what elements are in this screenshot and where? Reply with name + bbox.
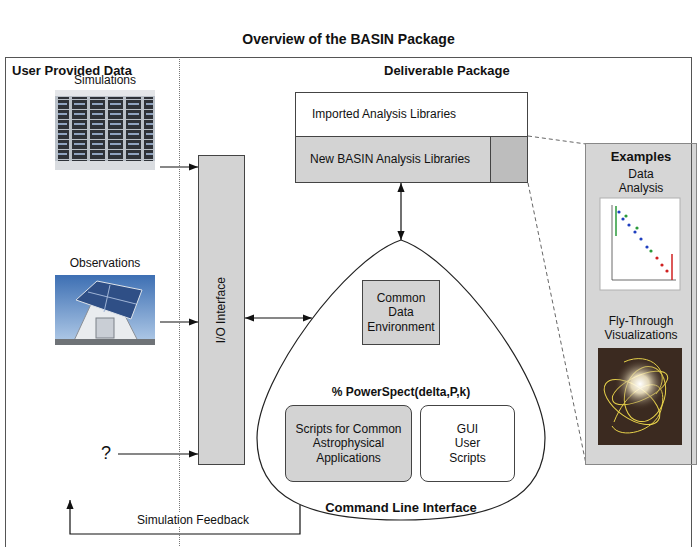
process-box: Common Data Environment (362, 280, 440, 345)
panel-fill (585, 143, 697, 465)
plot-point (639, 237, 642, 240)
plot-bar (671, 254, 673, 280)
script-box: Scripts for Common Astrophysical Applica… (285, 405, 412, 482)
connector (118, 453, 198, 454)
plot-point (649, 249, 652, 252)
connector (160, 166, 198, 167)
server-racks (58, 97, 153, 161)
cli-outline (257, 240, 545, 520)
mirror-seam (88, 292, 136, 304)
plot-point (627, 223, 630, 226)
plot-point (635, 226, 638, 229)
plot-point (665, 269, 668, 272)
command-text: % PowerSpect(delta,P,k) (321, 381, 481, 404)
detail-box (491, 137, 528, 183)
telescope-dish (76, 281, 142, 319)
node-label: Fly-Through Visualizations (586, 314, 696, 343)
connector (245, 317, 312, 318)
library-box: New BASIN Analysis Libraries (295, 136, 528, 183)
text-slot: Command Line Interface (255, 500, 547, 516)
edge-label: Simulation Feedback (135, 513, 251, 527)
interface-box: I/O Interface (198, 155, 245, 465)
floor (55, 161, 155, 170)
observations-photo (55, 275, 155, 345)
flythrough-image (598, 348, 682, 445)
node-label: Imported Analysis Libraries (312, 107, 456, 121)
connector (160, 321, 198, 322)
node-label: Scripts for Common Astrophysical Applica… (290, 422, 407, 465)
telescope-body (96, 318, 114, 338)
plot-bar (615, 206, 617, 236)
plot-point (621, 217, 624, 220)
node-label: Observations (50, 256, 160, 270)
plot-axes (612, 205, 676, 280)
space-ground (598, 348, 682, 445)
ceiling (55, 90, 155, 96)
node-label: Command Line Interface (255, 500, 547, 516)
region-band: SimulationsObservations? User Provided Da… (5, 57, 180, 547)
image-node: Simulations (50, 73, 160, 172)
simulations-photo (55, 90, 155, 170)
glow (614, 358, 666, 410)
connector (70, 500, 300, 534)
node-label: Deliverable Package (384, 63, 584, 79)
node-label: Examples (586, 149, 696, 165)
plot-points (617, 210, 648, 248)
text-slot: Deliverable Package (384, 63, 584, 79)
text-slot: Observations (50, 256, 160, 270)
node-label: % PowerSpect(delta,P,k) (332, 385, 471, 399)
mirror-seam (104, 285, 110, 312)
node-label: Data Analysis (611, 167, 671, 196)
plot-point (633, 230, 636, 233)
cli-shape: Common Data Environment % PowerSpect(delt… (255, 238, 547, 522)
text-slot: Examples (586, 149, 696, 165)
diagram-title: Overview of the BASIN Package (0, 31, 697, 48)
library-box: Imported Analysis Libraries (295, 92, 528, 137)
label-slot: Simulation Feedback (135, 513, 251, 527)
plot-point (660, 263, 663, 266)
zoom-line (528, 136, 586, 144)
orbit-lines (598, 359, 672, 434)
node-label: ? (101, 443, 111, 465)
region-band: I/O Interface Imported Analysis Libraries… (180, 57, 692, 547)
script-box: GUI User Scripts (420, 405, 515, 482)
text-slot: User Provided Data (12, 63, 172, 79)
plot-points (624, 214, 652, 252)
node-label: User Provided Data (12, 63, 172, 79)
image-node: Observations (50, 256, 160, 347)
node-label: I/O Interface (214, 277, 228, 343)
unknown-source: ? (94, 440, 118, 468)
plot-point (655, 256, 658, 259)
text-slot: Fly-Through Visualizations (586, 314, 696, 343)
sky (55, 275, 155, 345)
plot-point (645, 245, 648, 248)
plot-point (624, 214, 627, 217)
node-label: GUI User Scripts (447, 422, 489, 465)
plot-points (655, 256, 668, 272)
node-label: Common Data Environment (365, 291, 437, 334)
plot-point (617, 210, 620, 213)
ground (55, 339, 155, 345)
connector (400, 183, 401, 240)
examples-panel: ExamplesData AnalysisFly-Through Visuali… (585, 143, 697, 465)
plot-frame (600, 198, 680, 290)
node-label: New BASIN Analysis Libraries (310, 152, 470, 166)
library-fill (295, 136, 528, 183)
text-slot: Data Analysis (611, 167, 671, 196)
